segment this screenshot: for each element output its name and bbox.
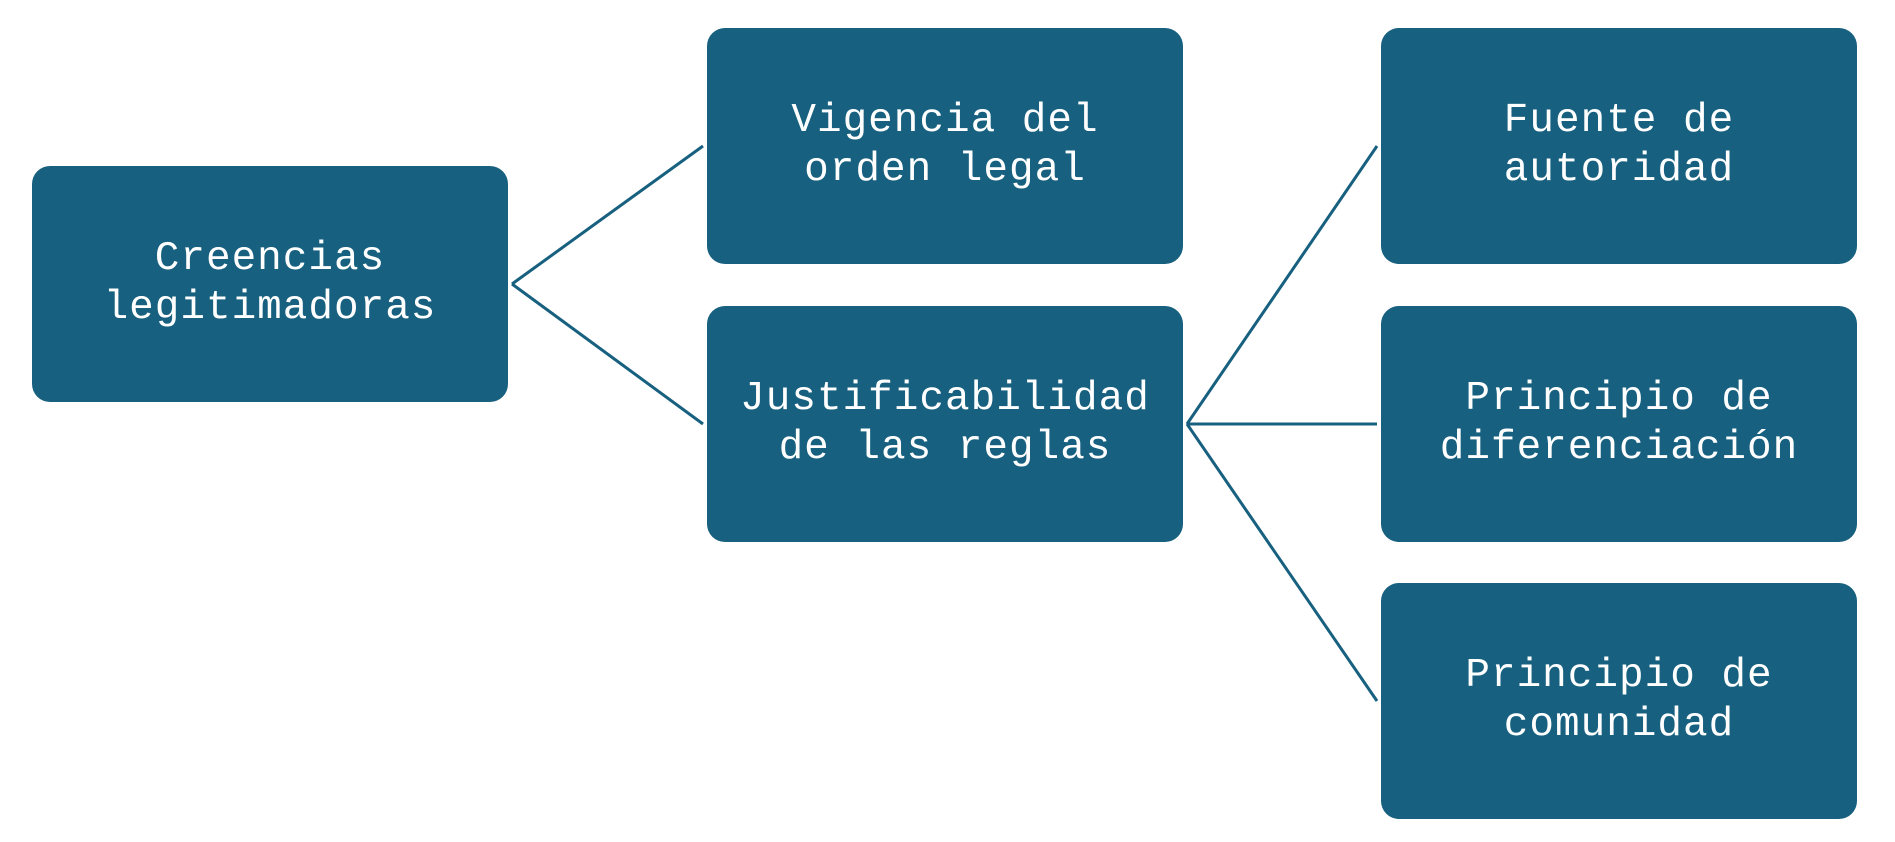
node-label: Principio de diferenciación xyxy=(1439,376,1799,471)
node-label: Fuente de autoridad xyxy=(1503,98,1735,193)
connector-root-to-vigencia xyxy=(511,144,704,286)
node-label: Principio de comunidad xyxy=(1465,653,1773,748)
node-justificabilidad-de-las-reglas: Justificabilidad de las reglas xyxy=(707,306,1183,542)
node-principio-de-comunidad: Principio de comunidad xyxy=(1381,583,1857,819)
connector-justificabilidad-to-comunidad xyxy=(1185,423,1379,702)
node-creencias-legitimadoras: Creencias legitimadoras xyxy=(32,166,508,402)
node-fuente-de-autoridad: Fuente de autoridad xyxy=(1381,28,1857,264)
node-label: Vigencia del orden legal xyxy=(791,98,1099,193)
node-label: Creencias legitimadoras xyxy=(103,236,437,331)
connector-justificabilidad-to-fuente xyxy=(1185,145,1379,425)
connector-root-to-justificabilidad xyxy=(511,282,704,426)
node-vigencia-del-orden-legal: Vigencia del orden legal xyxy=(707,28,1183,264)
node-label: Justificabilidad de las reglas xyxy=(740,376,1150,471)
node-principio-de-diferenciacion: Principio de diferenciación xyxy=(1381,306,1857,542)
